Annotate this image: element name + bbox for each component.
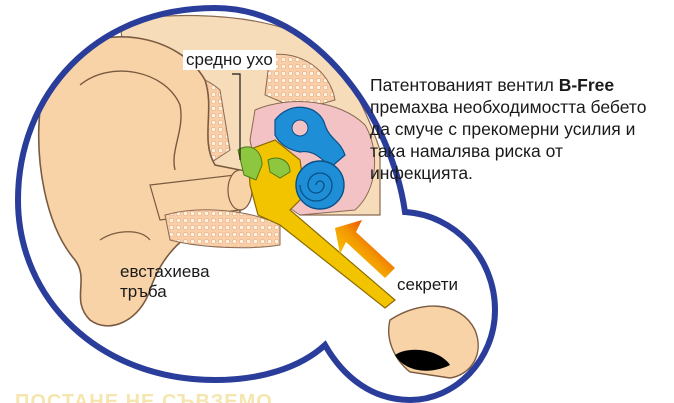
label-secretions: секрети [395, 275, 460, 295]
bottom-faint-text: ПОСТАНЕ НЕ СЪВЗЕМО [15, 393, 273, 403]
description-lead: Патентованият вентил [370, 75, 559, 95]
label-eustachian-line2: тръба [120, 282, 167, 302]
canal-loop [292, 120, 308, 136]
label-middle-ear: средно ухо [183, 50, 276, 70]
label-eustachian-line1: евстахиева [120, 262, 210, 282]
description-text: Патентованият вентил B-Free премахва нео… [370, 74, 670, 184]
cochlea [296, 161, 344, 209]
bottom-faint-heading: ПОСТАНЕ НЕ СЪВЗЕМО [15, 393, 275, 403]
brand-name: B-Free [559, 75, 614, 95]
description-rest: премахва необходимостта бебето да смуче … [370, 97, 646, 183]
